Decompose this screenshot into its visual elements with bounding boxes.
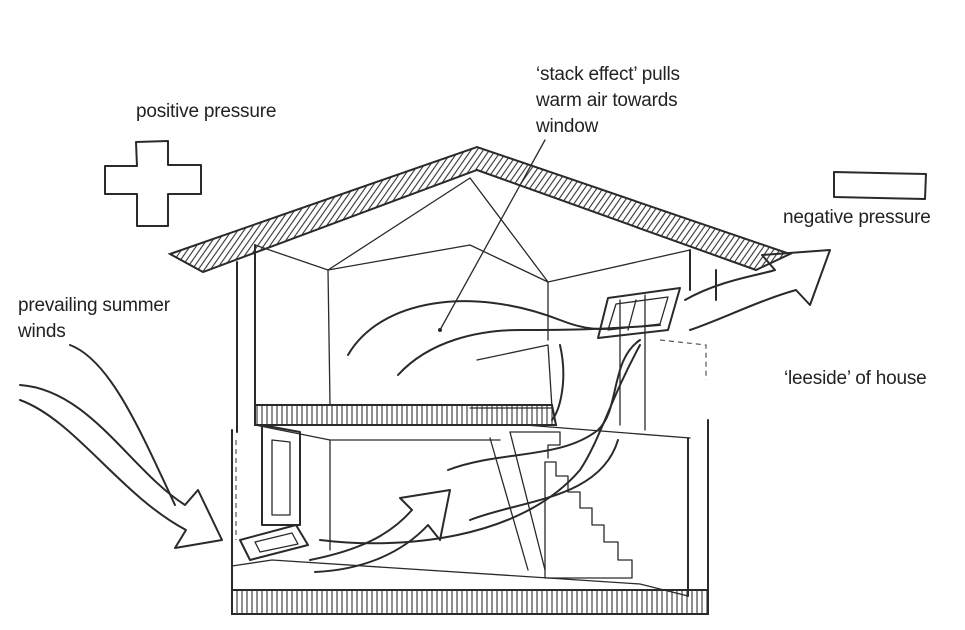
leeside-label: ‘leeside’ of house: [784, 368, 927, 389]
negative-pressure-label: negative pressure: [783, 207, 931, 228]
positive-pressure-label: positive pressure: [136, 101, 277, 122]
prevailing-winds-label-line2: winds: [18, 321, 66, 342]
airflow-lines: [319, 300, 661, 545]
inflow-arrow: [309, 489, 451, 573]
lower-window: [235, 424, 309, 561]
minus-sign-icon: [833, 171, 927, 200]
stack-effect-label-line1: ‘stack effect’ pulls: [536, 64, 680, 85]
plus-sign-icon: [104, 140, 202, 227]
roof: [167, 145, 793, 274]
stack-effect-leader: [439, 139, 546, 331]
stack-effect-label-line2: warm air towards: [536, 90, 678, 111]
ground-floor-slab: [231, 589, 709, 615]
prevailing-winds-label-line1: prevailing summer: [18, 295, 170, 316]
upper-floor-slab: [254, 404, 558, 426]
outflow-arrow: [684, 249, 831, 331]
stack-effect-label-line3: window: [536, 116, 599, 137]
prevailing-wind-arrow: [19, 384, 223, 549]
upper-window: [597, 287, 707, 380]
staircase: [489, 431, 633, 579]
lower-floor: [231, 294, 709, 613]
